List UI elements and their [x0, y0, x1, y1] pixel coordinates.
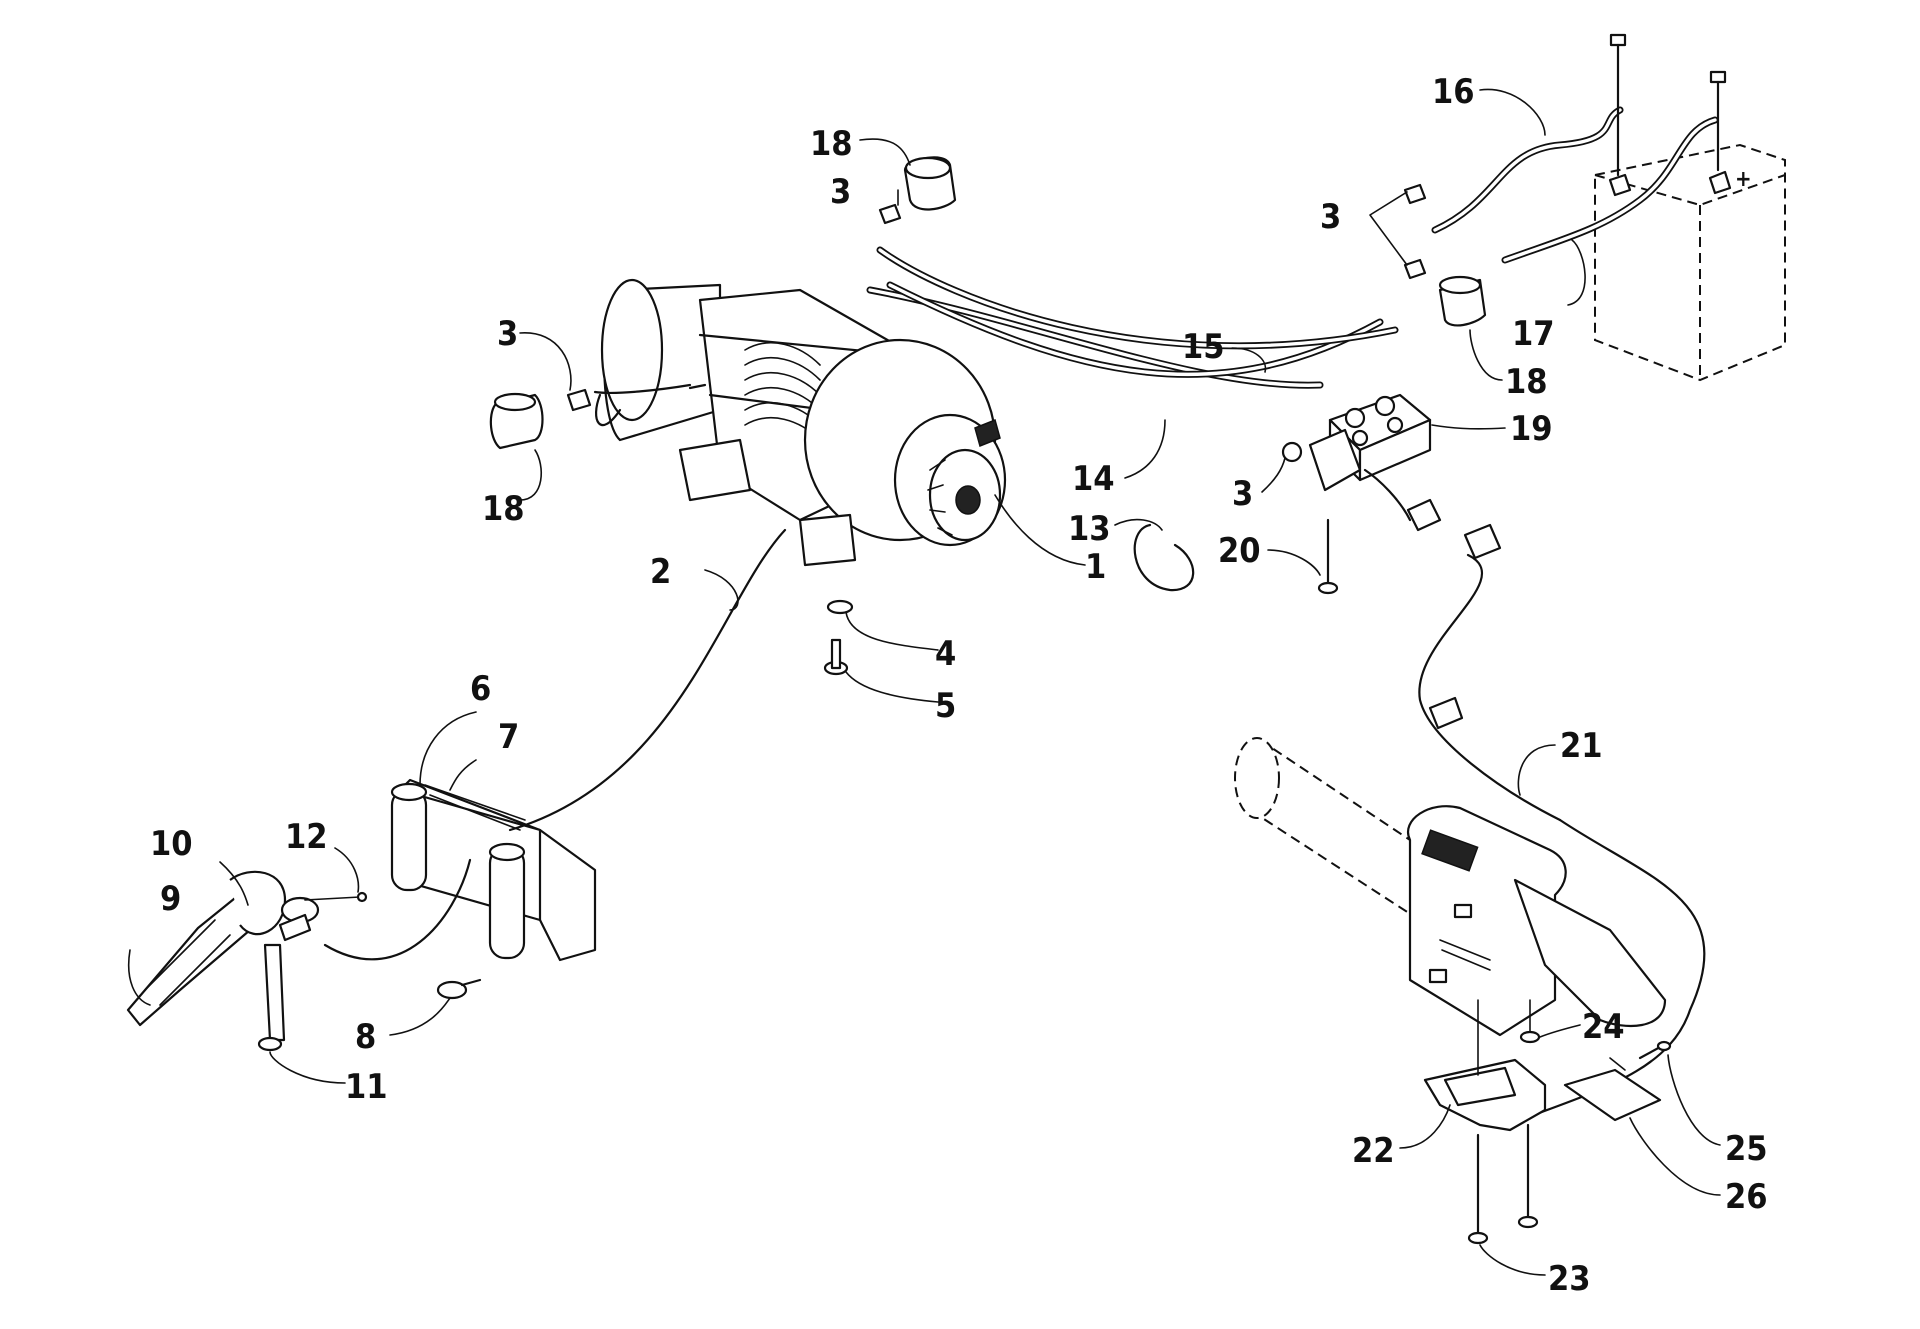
- screw: [436, 978, 482, 1000]
- callout-16: 16: [1432, 72, 1475, 112]
- callout-11: 11: [345, 1067, 388, 1107]
- screw: [823, 638, 849, 676]
- terminal-boot: [903, 156, 957, 211]
- terminal-boot: [1438, 275, 1487, 327]
- callout-6: 6: [470, 669, 491, 709]
- connector: [1428, 523, 1502, 730]
- screw: [1638, 1040, 1672, 1060]
- callout-20: 20: [1218, 531, 1261, 571]
- winch-cable: [508, 528, 787, 832]
- retaining-ring: [1133, 523, 1195, 592]
- callout-7: 7: [498, 717, 519, 757]
- callout-24: 24: [1582, 1007, 1625, 1047]
- motor-lead-left: [595, 393, 622, 426]
- switch-plate: [1563, 1057, 1662, 1122]
- washer: [1519, 1030, 1541, 1044]
- callout-18: 18: [1505, 362, 1548, 402]
- nut: [1403, 183, 1427, 205]
- callout-1: 1: [1085, 547, 1106, 587]
- callout-18: 18: [482, 489, 525, 529]
- callout-14: 14: [1072, 459, 1115, 499]
- battery-terminal-mark: +: [1735, 167, 1752, 192]
- callout-leaders: [127, 88, 1721, 1276]
- nut: [1403, 258, 1427, 280]
- terminal-boot: [489, 392, 544, 450]
- nut: [1281, 441, 1303, 463]
- winch-switch-housing: [1407, 805, 1667, 1037]
- callout-17: 17: [1512, 314, 1555, 354]
- callout-3: 3: [1232, 474, 1253, 514]
- power-cables: [866, 246, 1399, 389]
- callout-4: 4: [935, 634, 956, 674]
- battery-bolts: [1609, 33, 1727, 177]
- callout-18: 18: [810, 124, 853, 164]
- callout-12: 12: [285, 817, 328, 857]
- screw: [1467, 1133, 1489, 1245]
- winch-assembly: [600, 278, 1007, 567]
- battery-cables: [1431, 106, 1719, 264]
- switch-clamp: [1423, 1058, 1547, 1132]
- callout-2: 2: [650, 552, 671, 592]
- hook-strap: [126, 870, 368, 1052]
- callout-25: 25: [1725, 1129, 1768, 1169]
- battery: +: [1594, 143, 1786, 382]
- callout-3: 3: [1320, 197, 1341, 237]
- callout-8: 8: [355, 1017, 376, 1057]
- callout-10: 10: [150, 824, 193, 864]
- contactor: [1308, 393, 1442, 532]
- callout-5: 5: [935, 686, 956, 726]
- callout-13: 13: [1068, 509, 1111, 549]
- handlebar-grip: [1234, 737, 1442, 932]
- callout-22: 22: [1352, 1131, 1395, 1171]
- callout-15: 15: [1182, 327, 1225, 367]
- washer: [826, 599, 854, 615]
- callout-9: 9: [160, 879, 181, 919]
- roller-fairlead: [390, 778, 597, 962]
- callout-labels: 1 2 3 3 3 3 4 5 6 7 8 9 10 11 12 13 14 1…: [150, 72, 1768, 1299]
- screw: [1317, 518, 1339, 595]
- callout-26: 26: [1725, 1177, 1768, 1217]
- callout-3: 3: [830, 172, 851, 212]
- gear-cover: [927, 448, 1002, 542]
- callout-23: 23: [1548, 1259, 1591, 1299]
- callout-3: 3: [497, 314, 518, 354]
- screw: [1517, 1123, 1539, 1229]
- callout-19: 19: [1510, 409, 1553, 449]
- callout-21: 21: [1560, 726, 1603, 766]
- nut: [566, 388, 592, 412]
- nut: [878, 203, 902, 225]
- switch-cable: [1418, 553, 1562, 822]
